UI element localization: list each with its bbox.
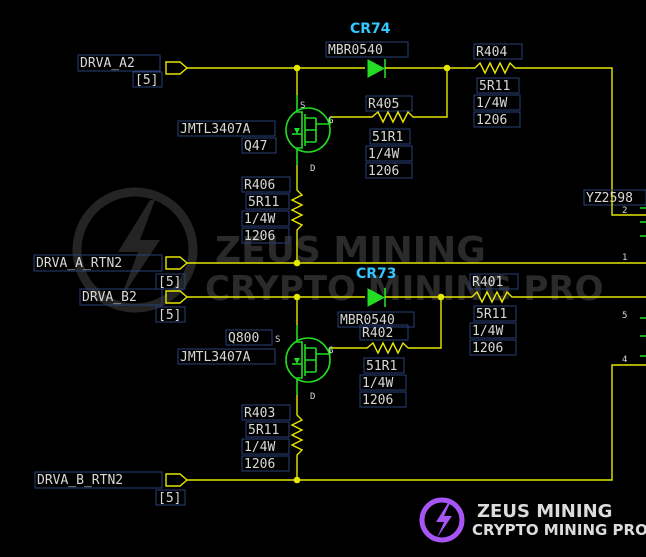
port-arrow-icon (165, 290, 189, 304)
q800-g-pin: G (328, 346, 333, 356)
r402-val: 51R1 (366, 359, 397, 374)
diode-cr74-icon (367, 59, 386, 78)
r403-pkg: 1206 (244, 457, 275, 472)
r403-val: 5R11 (248, 423, 279, 438)
r402-ref: R402 (362, 326, 393, 341)
mosfet-q47-icon (285, 95, 331, 165)
q800-part: JMTL3407A (180, 350, 251, 365)
r404-val: 5R11 (479, 79, 510, 94)
resistor-r403-icon (290, 395, 304, 480)
port-arrow-icon (165, 61, 189, 75)
net-page-drva-a-rtn2: [5] (158, 275, 181, 290)
cr74-part: MBR0540 (328, 43, 383, 58)
r401-pkg: 1206 (472, 341, 503, 356)
r403-pwr: 1/4W (244, 440, 275, 455)
zeus-logo-icon (419, 497, 465, 543)
r401-pwr: 1/4W (472, 324, 503, 339)
logo-line1: ZEUS MINING (477, 501, 612, 522)
r402-pkg: 1206 (362, 393, 393, 408)
net-page-drva-b2: [5] (158, 308, 181, 323)
r405-pwr: 1/4W (368, 147, 399, 162)
r405-ref: R405 (368, 97, 399, 112)
q47-d-pin: D (310, 164, 315, 174)
resistor-r406-icon (290, 165, 304, 263)
r405-pkg: 1206 (368, 164, 399, 179)
net-label-drva-b2: DRVA_B2 (82, 290, 137, 305)
net-page-drva-a2: [5] (135, 73, 158, 88)
r406-pkg: 1206 (244, 229, 275, 244)
cr73-part: MBR0540 (340, 313, 395, 328)
r403-ref: R403 (244, 406, 275, 421)
net-page-drva-b-rtn2: [5] (158, 491, 181, 506)
watermark-line2: CRYPTO MINING PRO (205, 269, 604, 309)
connector-pin-4: 4 (622, 355, 627, 365)
resistor-r401-icon (471, 290, 646, 304)
net-label-drva-a-rtn2: DRVA_A_RTN2 (36, 256, 122, 271)
resistor-r405-icon (330, 110, 414, 124)
r406-pwr: 1/4W (244, 212, 275, 227)
watermark-logo-icon (72, 187, 198, 313)
port-arrow-icon (165, 256, 189, 270)
q800-s-pin: S (275, 335, 280, 345)
net-label-drva-a2: DRVA_A2 (80, 56, 135, 71)
r404-ref: R404 (476, 45, 507, 60)
r401-val: 5R11 (476, 307, 507, 322)
connector-pin-2: 2 (622, 206, 627, 216)
q47-ref: Q47 (244, 139, 267, 154)
r402-pwr: 1/4W (362, 376, 393, 391)
resistor-r404-icon (474, 61, 613, 195)
connector-ref: YZ2598 (586, 191, 633, 206)
logo-line2: CRYPTO MINING PRO (472, 521, 646, 539)
connector-pin-5: 5 (622, 311, 627, 321)
q47-s-pin: S (300, 101, 305, 111)
r404-pkg: 1206 (476, 113, 507, 128)
net-label-drva-b-rtn2: DRVA_B_RTN2 (37, 473, 123, 488)
port-arrow-icon (165, 473, 189, 487)
mosfet-q800-icon (285, 325, 331, 395)
zeus-logo: ZEUS MINING CRYPTO MINING PRO (419, 497, 646, 543)
watermark: ZEUS MINING CRYPTO MINING PRO (72, 187, 604, 313)
r404-pwr: 1/4W (476, 96, 507, 111)
q47-g-pin: G (328, 116, 333, 126)
cr74-ref: CR74 (350, 21, 391, 37)
r401-ref: R401 (472, 275, 503, 290)
watermark-line1: ZEUS MINING (215, 230, 486, 271)
r406-ref: R406 (244, 178, 275, 193)
q800-d-pin: D (310, 392, 315, 402)
resistor-r402-icon (330, 341, 409, 355)
r405-val: 51R1 (372, 130, 403, 145)
cr73-ref: CR73 (356, 266, 397, 282)
q47-part: JMTL3407A (180, 122, 251, 137)
connector-pin-1: 1 (622, 253, 627, 263)
q800-ref: Q800 (228, 331, 259, 346)
r406-val: 5R11 (248, 195, 279, 210)
